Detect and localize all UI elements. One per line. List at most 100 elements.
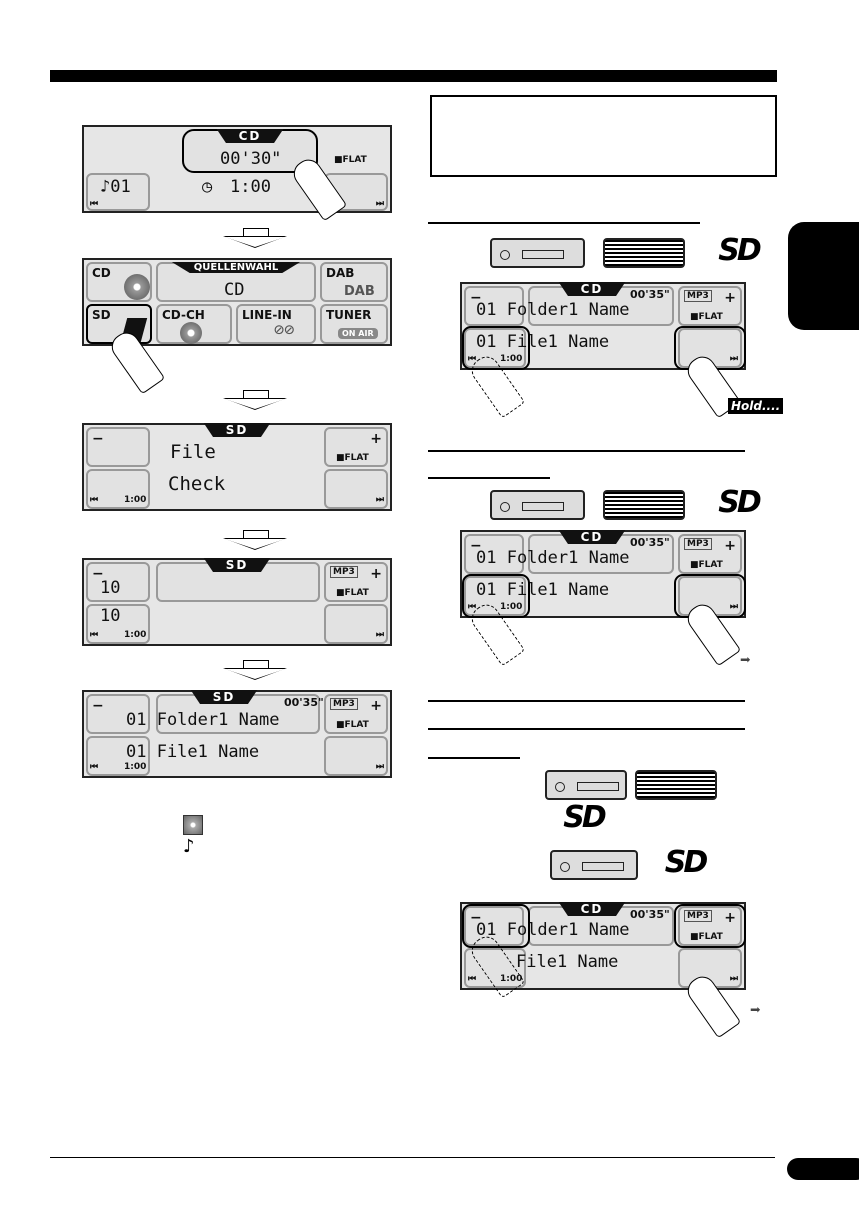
source-label: LINE-IN bbox=[242, 308, 292, 322]
next-icon: ⏭ bbox=[729, 354, 738, 364]
track-time: 1:00 bbox=[500, 354, 523, 364]
highlight-prev bbox=[462, 574, 530, 618]
next-button[interactable]: ⏭ bbox=[324, 604, 388, 644]
plus-icon: + bbox=[724, 910, 736, 926]
prev-icon: ⏮ bbox=[90, 199, 99, 209]
file-count: 10 bbox=[100, 606, 121, 626]
changer-icon bbox=[603, 238, 685, 268]
heading-rule bbox=[428, 757, 520, 759]
source-label: TUNER bbox=[326, 308, 372, 322]
changer-icon bbox=[635, 770, 717, 800]
file-name: 01 File1 Name bbox=[126, 742, 260, 762]
minus-icon: − bbox=[470, 910, 482, 926]
display-file-count: −10 SD MP3+■FLAT 10⏮1:00 ⏭ bbox=[82, 558, 392, 646]
track-time: 1:00 bbox=[500, 974, 523, 984]
folder-minus-button[interactable]: − bbox=[86, 427, 150, 467]
elapsed-time: 00'35" bbox=[630, 536, 670, 549]
menu-title: QUELLENWAHL bbox=[171, 262, 301, 273]
plus-icon: + bbox=[370, 698, 382, 714]
next-button[interactable]: ⏭ bbox=[324, 736, 388, 776]
disc-icon bbox=[183, 815, 203, 835]
prev-button[interactable]: ⏮1:00 bbox=[86, 736, 150, 776]
folder-minus-button[interactable]: − bbox=[86, 694, 150, 734]
next-icon: ⏭ bbox=[375, 762, 384, 772]
source-dab[interactable]: DAB DAB bbox=[320, 262, 388, 302]
file-check-text: Check bbox=[168, 473, 226, 495]
source-cd-ch[interactable]: CD-CH bbox=[156, 304, 232, 344]
highlight-plus bbox=[674, 904, 746, 948]
track-time: 1:00 bbox=[124, 630, 147, 640]
source-label: CD-CH bbox=[162, 308, 205, 322]
folder-name: 01 Folder1 Name bbox=[476, 920, 630, 940]
prev-button[interactable]: ♪01 ⏮ bbox=[86, 173, 150, 211]
plus-icon: + bbox=[370, 566, 382, 582]
source-tag: CD bbox=[558, 282, 626, 296]
minus-icon: − bbox=[470, 290, 482, 306]
plus-icon: + bbox=[370, 431, 382, 447]
heading-rule bbox=[428, 450, 745, 452]
folder-count: 10 bbox=[100, 578, 121, 598]
folder-name: 01 Folder1 Name bbox=[126, 710, 280, 730]
prev-button[interactable]: ⏮ 1:00 bbox=[464, 576, 526, 616]
heading-rule bbox=[428, 728, 745, 730]
folder-plus-button[interactable]: +■FLAT bbox=[324, 427, 388, 467]
source-label: DAB bbox=[326, 266, 355, 280]
next-icon: ⏭ bbox=[375, 495, 384, 505]
changer-icon bbox=[603, 490, 685, 520]
prev-icon: ⏮ bbox=[468, 602, 477, 612]
flat-indicator: ■FLAT bbox=[690, 560, 723, 570]
prev-icon: ⏮ bbox=[468, 974, 477, 984]
folder-minus-button[interactable]: −10 bbox=[86, 562, 150, 602]
format-indicator: MP3 bbox=[684, 538, 712, 550]
file-check-text: File bbox=[170, 441, 216, 463]
folder-plus-button[interactable]: MP3+■FLAT bbox=[324, 694, 388, 734]
cd-slot-icon bbox=[545, 770, 627, 800]
next-button[interactable]: ⏭ bbox=[324, 469, 388, 509]
footer-rule bbox=[50, 1157, 775, 1158]
format-indicator: MP3 bbox=[330, 566, 358, 578]
display-playback: − SD 00'35" MP3+■FLAT ⏮1:00 ⏭ 01 Folder1… bbox=[82, 690, 392, 778]
source-cd[interactable]: CD bbox=[86, 262, 152, 302]
elapsed-time: 00'30" bbox=[220, 149, 282, 169]
prev-button[interactable]: ⏮ 1:00 bbox=[464, 948, 526, 988]
folder-minus-button[interactable]: − bbox=[464, 906, 524, 946]
folder-minus-button[interactable]: − bbox=[464, 534, 524, 574]
on-air-badge: ON AIR bbox=[338, 328, 378, 339]
display-cd: CD 00'30" ■FLAT ♪01 ⏮ ◷ 1:00 ⏭ bbox=[82, 125, 392, 222]
flat-indicator: ■FLAT bbox=[334, 155, 367, 165]
language-tab bbox=[788, 222, 859, 330]
elapsed-time: 00'35" bbox=[630, 908, 670, 921]
heading-rule bbox=[428, 700, 745, 702]
format-indicator: MP3 bbox=[330, 698, 358, 710]
dab-logo: DAB bbox=[344, 284, 375, 299]
hold-badge: Hold.... bbox=[728, 398, 784, 414]
track-time: 1:00 bbox=[500, 602, 523, 612]
cd-slot-icon bbox=[490, 238, 585, 268]
prev-button[interactable]: ⏮1:00 bbox=[86, 469, 150, 509]
source-tag: SD bbox=[203, 558, 271, 572]
source-tag: CD bbox=[216, 129, 284, 143]
minus-icon: − bbox=[92, 431, 104, 447]
source-tag: CD bbox=[558, 530, 626, 544]
source-line-in[interactable]: LINE-IN⊘⊘ bbox=[236, 304, 316, 344]
prev-button[interactable]: 10⏮1:00 bbox=[86, 604, 150, 644]
prev-button[interactable]: ⏮ 1:00 bbox=[464, 328, 526, 368]
source-tuner[interactable]: TUNER ON AIR bbox=[320, 304, 388, 344]
minus-icon: − bbox=[92, 566, 104, 582]
highlight-minus bbox=[462, 904, 530, 948]
sd-logo-icon: SD bbox=[718, 485, 762, 520]
folder-plus-button[interactable]: MP3+■FLAT bbox=[678, 286, 742, 326]
folder-plus-button[interactable]: MP3+■FLAT bbox=[678, 906, 742, 946]
next-icon: ⏭ bbox=[375, 630, 384, 640]
folder-plus-button[interactable]: MP3+■FLAT bbox=[324, 562, 388, 602]
format-indicator: MP3 bbox=[684, 290, 712, 302]
page-number-badge bbox=[787, 1158, 859, 1180]
folder-minus-button[interactable]: − bbox=[464, 286, 524, 326]
file-name: File1 Name bbox=[516, 952, 619, 972]
prev-icon: ⏮ bbox=[468, 354, 477, 364]
source-tag: SD bbox=[190, 690, 258, 704]
folder-name: 01 Folder1 Name bbox=[476, 548, 630, 568]
folder-plus-button[interactable]: MP3+■FLAT bbox=[678, 534, 742, 574]
source-label: SD bbox=[92, 308, 111, 322]
